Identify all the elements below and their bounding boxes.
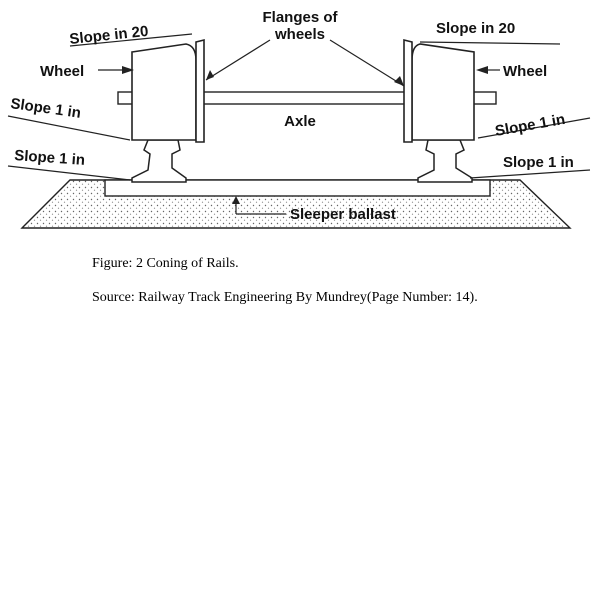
right-wheel-flange: [403, 38, 413, 143]
right-rail: [417, 139, 473, 183]
right-wheel: [411, 43, 475, 141]
label-wheel-right: Wheel: [503, 63, 547, 80]
left-wheel-flange: [195, 38, 205, 143]
coning-of-rails-diagram: Slope in 20 Slope in 20 Flanges of wheel…: [7, 9, 591, 229]
axle: [117, 91, 497, 105]
label-slope-1-in-lower-right: Slope 1 in: [503, 154, 574, 171]
label-sleeper-ballast: Sleeper ballast: [290, 206, 396, 223]
label-slope-in-20-right: Slope in 20: [436, 20, 515, 37]
left-wheel: [131, 43, 197, 141]
label-slope-1-in-lower-left: Slope 1 in: [14, 147, 86, 169]
label-slope-1-in-upper-right: Slope 1 in: [494, 111, 567, 140]
label-axle: Axle: [284, 113, 316, 130]
sleeper: [104, 179, 491, 197]
source-caption: Source: Railway Track Engineering By Mun…: [92, 290, 478, 305]
figure-caption: Figure: 2 Coning of Rails.: [92, 256, 239, 271]
label-slope-in-20-left: Slope in 20: [69, 23, 150, 48]
label-flanges-line2: wheels: [274, 26, 325, 43]
label-wheel-left: Wheel: [40, 63, 84, 80]
left-rail: [131, 139, 187, 183]
label-flanges-line1: Flanges of: [262, 9, 338, 26]
leader-lines: [7, 33, 591, 215]
arrowheads: [122, 66, 488, 204]
